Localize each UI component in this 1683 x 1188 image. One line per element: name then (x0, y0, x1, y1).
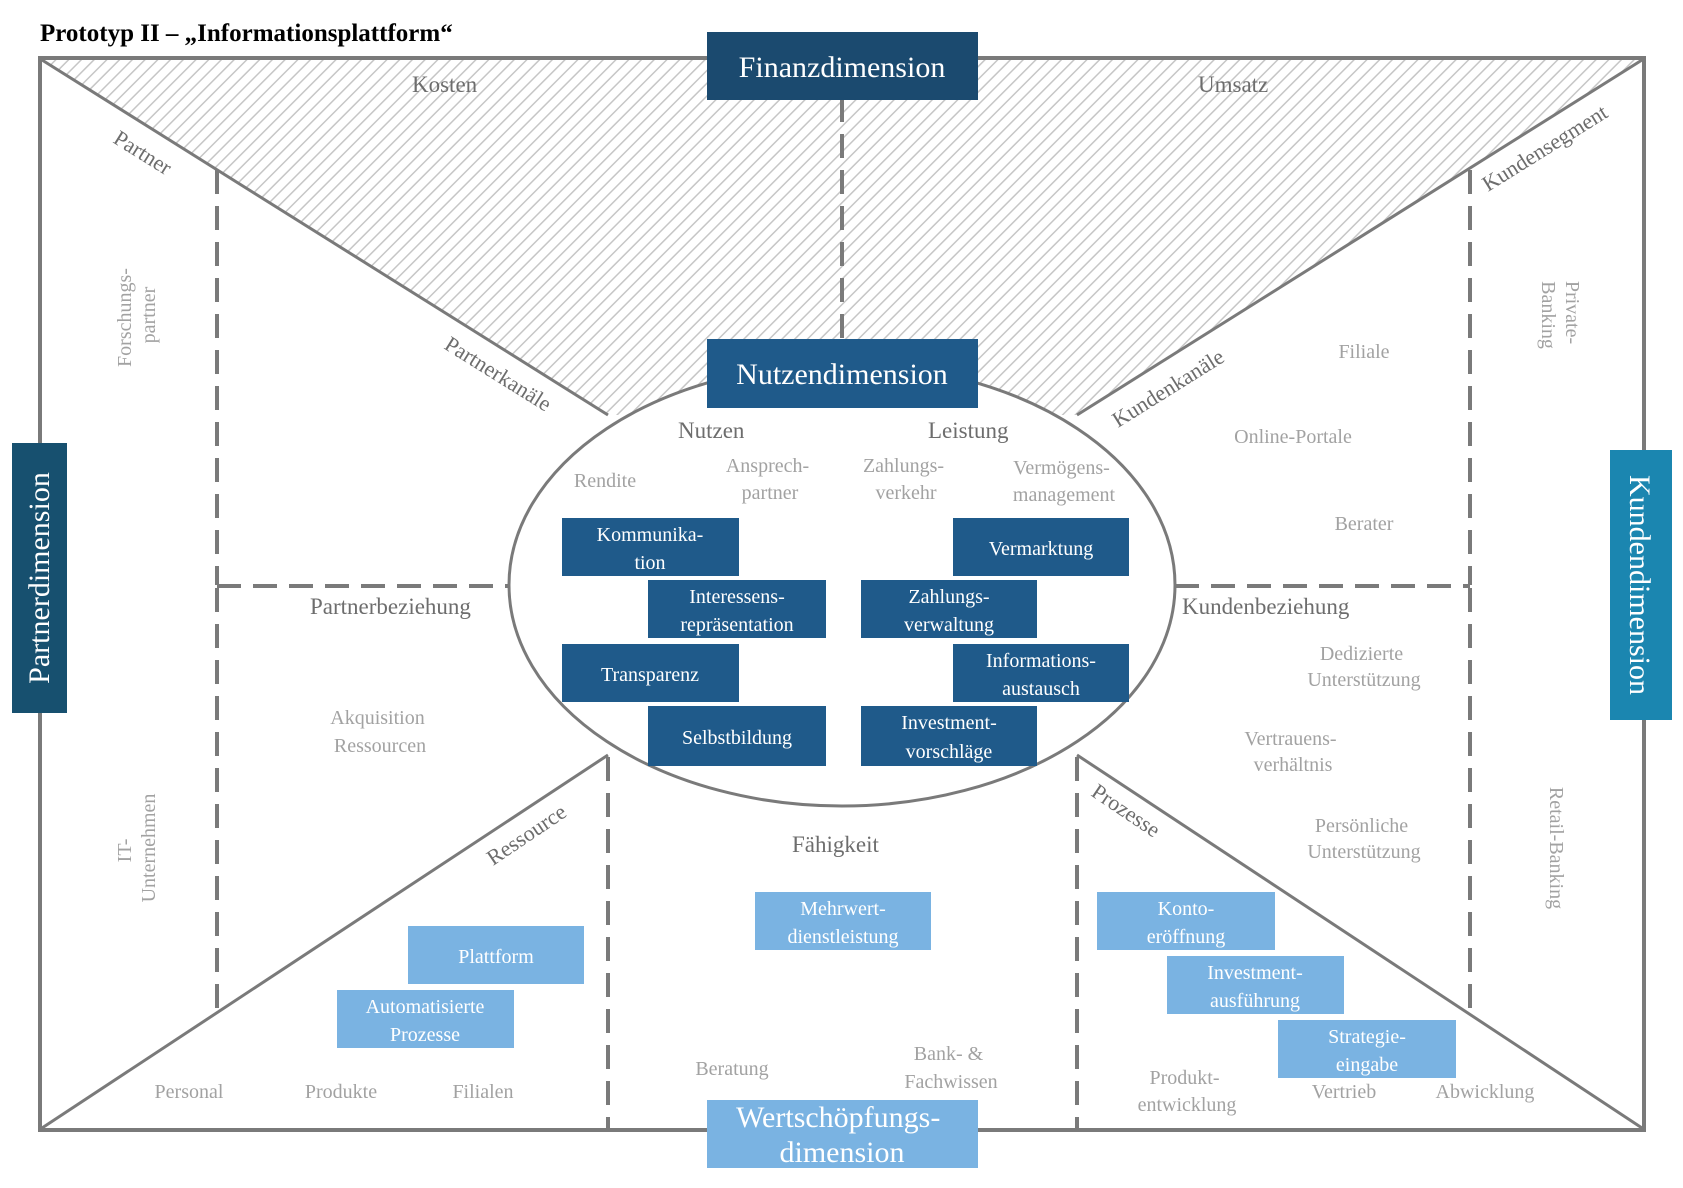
header-kosten: Kosten (412, 72, 478, 97)
svg-text:Finanzdimension: Finanzdimension (739, 51, 946, 84)
svg-text:Konto-eröffnung: Konto-eröffnung (1147, 898, 1226, 948)
item-produkte: Produkte (305, 1081, 377, 1103)
svg-text:Strategie-eingabe: Strategie-eingabe (1328, 1026, 1406, 1076)
svg-text:Partnerdimension: Partnerdimension (23, 472, 56, 684)
page-title: Prototyp II – „Informationsplattform“ (40, 20, 453, 47)
svg-text:Investment-ausführung: Investment-ausführung (1207, 962, 1303, 1012)
item-it-unternehmen: IT- Unternehmen (114, 794, 160, 903)
value-ellipse (507, 362, 1177, 808)
svg-text:Zahlungs-verwaltung: Zahlungs-verwaltung (904, 586, 994, 636)
item-rendite: Rendite (574, 470, 636, 492)
diagonal-bottom-left (41, 753, 609, 1130)
item-beratung: Beratung (695, 1058, 768, 1080)
header-partnerbeziehung: Partnerbeziehung (310, 594, 471, 619)
header-leistung: Leistung (928, 418, 1009, 443)
dimension-wertschoepfung: Wertschöpfungs- dimension (707, 1100, 978, 1169)
header-nutzen: Nutzen (678, 418, 745, 443)
box-selbstbildung: Selbstbildung (648, 706, 826, 766)
diagonal-top-right (1076, 58, 1643, 417)
box-investmentvorschlaege: Investment-vorschläge (861, 706, 1037, 766)
box-informationsaustausch: Informations-austausch (953, 644, 1129, 702)
dimension-partner: Partnerdimension (12, 443, 67, 713)
item-personal: Personal (155, 1081, 224, 1103)
svg-text:Investment-vorschläge: Investment-vorschläge (901, 712, 997, 763)
item-forschungspartner: Forschungs- partner (114, 263, 160, 367)
item-akquisition-ressourcen: Akquisition Ressourcen (330, 707, 429, 757)
box-vermarktung: Vermarktung (953, 518, 1129, 576)
item-private-banking: Private- Banking (1537, 281, 1583, 349)
svg-text:Kommunika-tion: Kommunika-tion (597, 524, 704, 574)
svg-text:Transparenz: Transparenz (601, 664, 699, 686)
svg-text:Vermarktung: Vermarktung (989, 538, 1093, 560)
svg-text:Interessens-repräsentation: Interessens-repräsentation (680, 586, 793, 636)
header-faehigkeit: Fähigkeit (792, 832, 879, 857)
item-berater: Berater (1335, 513, 1394, 535)
svg-text:Selbstbildung: Selbstbildung (682, 727, 792, 749)
item-vertrauensverhaeltnis: Vertrauens- verhältnis (1244, 728, 1341, 776)
item-retail-banking: Retail-Banking (1545, 787, 1567, 909)
diagonal-top-left (41, 58, 609, 417)
dimension-finanz: Finanzdimension (707, 32, 978, 100)
box-plattform: Plattform (408, 926, 584, 984)
item-ansprechpartner: Ansprech- partner (726, 455, 814, 504)
item-vermoegensmanagement: Vermögens- management (1013, 457, 1116, 506)
item-online-portale: Online-Portale (1234, 426, 1352, 448)
svg-text:Informations-austausch: Informations-austausch (986, 650, 1096, 700)
item-dedizierte-unterstuetzung: Dedizierte Unterstützung (1307, 643, 1420, 691)
box-strategieeingabe: Strategie-eingabe (1278, 1020, 1456, 1078)
svg-text:Nutzendimension: Nutzendimension (736, 358, 948, 391)
item-zahlungsverkehr: Zahlungs- verkehr (863, 455, 949, 504)
box-transparenz: Transparenz (562, 644, 739, 702)
svg-text:Kundendimension: Kundendimension (1623, 475, 1656, 695)
box-mehrwertdienstleistung: Mehrwert-dienstleistung (755, 892, 931, 950)
box-kontoeroeffnung: Konto-eröffnung (1097, 892, 1275, 950)
dimension-nutzen: Nutzendimension (707, 339, 978, 408)
svg-text:Wertschöpfungs- dimens: Wertschöpfungs- dimension (736, 1101, 948, 1169)
diagonal-bottom-right (1076, 753, 1643, 1130)
item-filialen: Filialen (452, 1081, 513, 1103)
box-zahlungsverwaltung: Zahlungs-verwaltung (861, 580, 1037, 638)
dimension-kunden: Kundendimension (1610, 450, 1672, 720)
finance-hatch-area (42, 60, 1642, 415)
box-investmentausfuehrung: Investment-ausführung (1167, 956, 1344, 1014)
item-produktentwicklung: Produkt- entwicklung (1138, 1067, 1237, 1116)
item-bank-fachwissen: Bank- & Fachwissen (904, 1043, 997, 1093)
header-umsatz: Umsatz (1198, 72, 1268, 97)
svg-text:Mehrwert-dienstleistung: Mehrwert-dienstleistung (787, 898, 898, 948)
item-vertrieb: Vertrieb (1312, 1081, 1376, 1103)
box-interessensrepraesentation: Interessens-repräsentation (648, 580, 826, 638)
item-persoenliche-unterstuetzung: Persönliche Unterstützung (1307, 815, 1420, 863)
svg-text:Plattform: Plattform (458, 946, 534, 968)
header-kundenbeziehung: Kundenbeziehung (1182, 594, 1350, 619)
item-abwicklung: Abwicklung (1436, 1081, 1535, 1103)
item-filiale: Filiale (1338, 341, 1389, 363)
box-kommunikation: Kommunika-tion (562, 518, 739, 576)
